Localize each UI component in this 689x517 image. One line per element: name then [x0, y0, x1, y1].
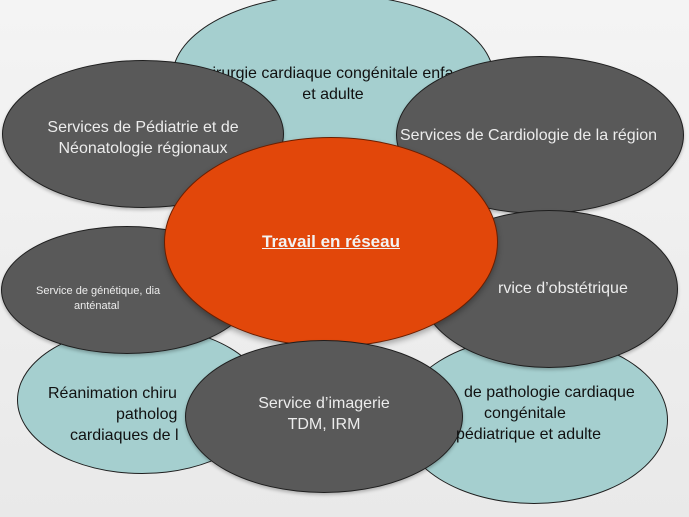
node-cardiac-pathology-line2: congénitale [484, 405, 566, 422]
node-intensive-care-line3: cardiaques de l [70, 427, 179, 444]
node-cardiac-pathology-line3: pédiatrique et adulte [456, 426, 601, 443]
node-cardiology-line1: Services de Cardiologie de la région [400, 127, 658, 144]
node-imaging-label: Service d’imagerie TDM, IRM [185, 393, 463, 435]
node-cardiac-surgery-line2: et adulte [302, 86, 364, 103]
node-pediatrics-line2: Néonatologie régionaux [58, 140, 228, 157]
node-imaging-line2: TDM, IRM [287, 416, 361, 433]
node-genetics-label: Service de génétique, dia anténatal [36, 284, 236, 314]
center-node-title: Travail en réseau [262, 232, 400, 251]
node-imaging-line1: Service d’imagerie [258, 395, 390, 412]
node-cardiac-pathology-label: de pathologie cardiaque congénitale pédi… [456, 382, 664, 445]
center-node [164, 137, 498, 347]
node-cardiology-label: Services de Cardiologie de la région [400, 125, 657, 146]
node-obstetrics-label: rvice d’obstétrique [498, 278, 628, 299]
node-cardiac-surgery-label: irurgie cardiaque congénitale enfa et ad… [172, 63, 494, 105]
node-intensive-care-label: Réanimation chiru patholog cardiaques de… [48, 383, 188, 446]
node-pediatrics-label: Services de Pédiatrie et de Néonatologie… [2, 117, 284, 159]
node-cardiac-pathology-line1: de pathologie cardiaque [464, 384, 635, 401]
node-intensive-care-line1: Réanimation chiru [48, 385, 177, 402]
node-pediatrics-line1: Services de Pédiatrie et de [47, 119, 239, 136]
node-imaging [185, 340, 463, 493]
node-genetics-line1: Service de génétique, dia [36, 285, 161, 297]
node-obstetrics-line1: rvice d’obstétrique [498, 280, 628, 297]
node-cardiac-surgery-line1: irurgie cardiaque congénitale enfa [212, 65, 454, 82]
node-genetics-line2: anténatal [74, 300, 120, 312]
node-intensive-care-line2: patholog [116, 406, 178, 423]
